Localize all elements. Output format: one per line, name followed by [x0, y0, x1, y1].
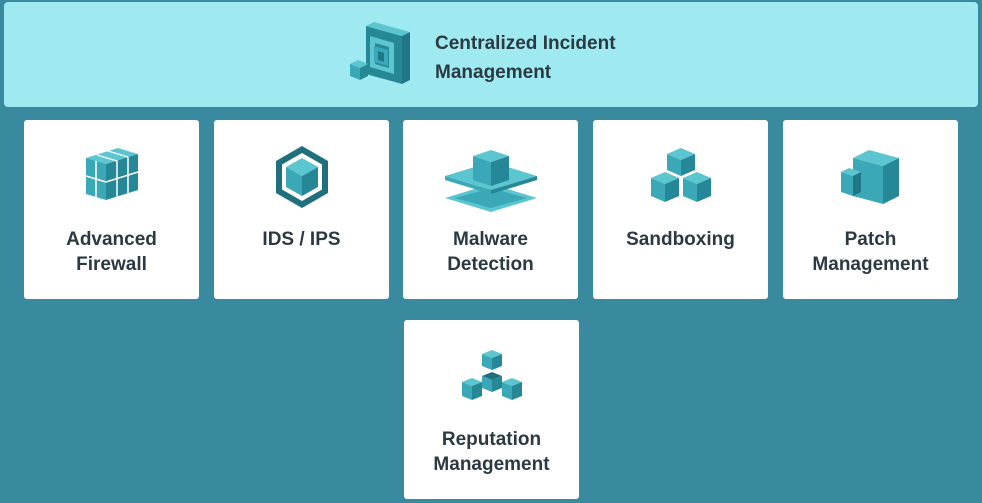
- card-label-line1: Sandboxing: [626, 229, 735, 250]
- nested-squares-cube-icon: [350, 22, 410, 84]
- card-patch-management[interactable]: Patch Management: [783, 120, 958, 299]
- card-label-line2: Firewall: [76, 254, 147, 275]
- card-label-line2: Detection: [447, 254, 534, 275]
- card-label: Malware Detection: [403, 227, 578, 277]
- card-label-line2: Management: [433, 454, 550, 475]
- banner-title-line2: Management: [435, 62, 552, 83]
- cube-with-patch-icon: [841, 150, 899, 204]
- card-label: IDS / IPS: [214, 227, 389, 252]
- card-label: Sandboxing: [593, 227, 768, 252]
- card-label-line1: Advanced: [66, 229, 157, 250]
- hexagon-cube-icon: [276, 146, 328, 208]
- card-sandboxing[interactable]: Sandboxing: [593, 120, 768, 299]
- card-reputation-management[interactable]: Reputation Management: [404, 320, 579, 499]
- firewall-blocks-icon: [85, 148, 139, 200]
- card-ids-ips[interactable]: IDS / IPS: [214, 120, 389, 299]
- banner-title-line1: Centralized Incident: [435, 33, 616, 54]
- card-label-line1: Patch: [844, 229, 897, 250]
- card-label: Patch Management: [783, 227, 958, 277]
- card-label-line1: IDS / IPS: [262, 229, 341, 250]
- card-label-line1: Reputation: [441, 429, 542, 450]
- card-label: Advanced Firewall: [24, 227, 199, 277]
- card-malware-detection[interactable]: Malware Detection: [403, 120, 578, 299]
- card-label: Reputation Management: [404, 427, 579, 477]
- connected-cubes-icon: [462, 350, 522, 400]
- centralized-incident-management-banner: Centralized Incident Management: [4, 2, 978, 107]
- layered-diamond-icon: [445, 150, 537, 212]
- stacked-cubes-icon: [651, 148, 711, 202]
- banner-title: Centralized Incident Management: [435, 29, 675, 87]
- card-label-line1: Malware: [453, 229, 528, 250]
- card-advanced-firewall[interactable]: Advanced Firewall: [24, 120, 199, 299]
- card-label-line2: Management: [812, 254, 929, 275]
